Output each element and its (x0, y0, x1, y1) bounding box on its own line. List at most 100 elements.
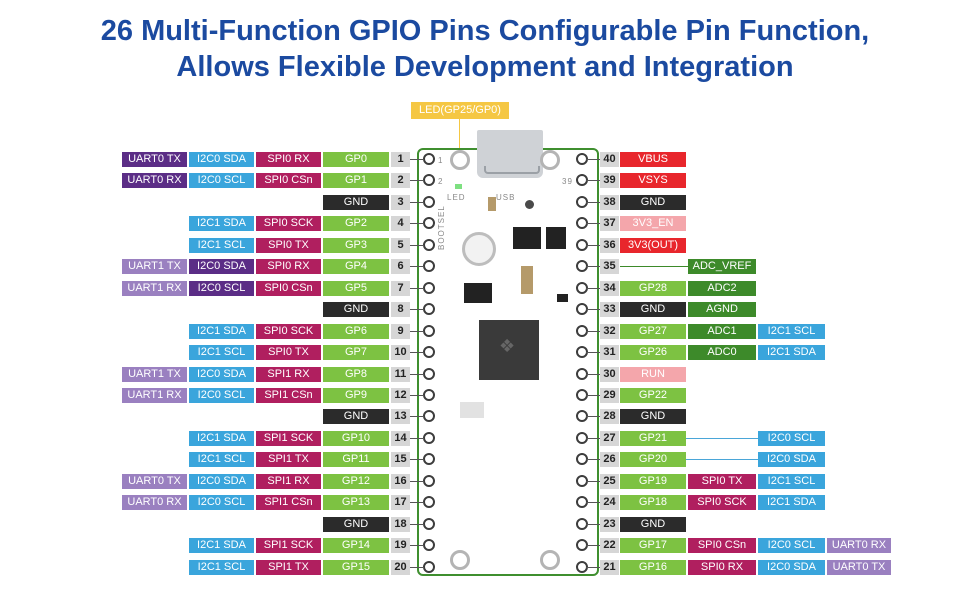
pin-label-uart1: UART0 RX (827, 538, 891, 553)
pin-number: 17 (391, 495, 410, 510)
pin-label-spi: SPI0 CSn (688, 538, 756, 553)
pin-lead (408, 481, 424, 482)
title-line-1: 26 Multi-Function GPIO Pins Configurable… (100, 15, 870, 47)
pin-number: 31 (600, 345, 619, 360)
pin-label-i2c: I2C1 SDA (189, 324, 254, 339)
pin-pad (423, 368, 435, 380)
pin-pad (423, 174, 435, 186)
pin-number: 35 (600, 259, 619, 274)
pin-label-spi: SPI0 CSn (256, 173, 321, 188)
smd-component (464, 283, 492, 303)
pin-lead (408, 331, 424, 332)
silk-usb: USB (496, 193, 516, 202)
pin-label-spi: SPI1 SCK (256, 431, 321, 446)
pin-lead (408, 202, 424, 203)
silk-pin39: 39 (562, 177, 573, 186)
pin-lead (408, 352, 424, 353)
pin-label-gpio: GP8 (323, 367, 389, 382)
pin-number: 18 (391, 517, 410, 532)
bootsel-button[interactable] (462, 232, 496, 266)
pin-number: 36 (600, 238, 619, 253)
pin-pad (423, 518, 435, 530)
pin-label-i2c: I2C1 SDA (758, 345, 825, 360)
label-leader (620, 266, 688, 267)
pin-label-i2c: I2C0 SCL (189, 495, 254, 510)
pin-label-spi: SPI0 SCK (256, 324, 321, 339)
pin-label-spi: SPI0 RX (256, 259, 321, 274)
pin-label-uart0: UART0 TX (122, 152, 187, 167)
pin-lead (586, 567, 600, 568)
pin-pad (423, 346, 435, 358)
pin-label-gnd: GND (323, 195, 389, 210)
pin-label-gpio: GP0 (323, 152, 389, 167)
pin-number: 5 (391, 238, 410, 253)
pin-lead (408, 374, 424, 375)
pin-label-gnd: GND (620, 517, 686, 532)
pin-lead (408, 266, 424, 267)
pin-label-uart1: UART1 TX (122, 367, 187, 382)
pin-label-gpio: GP16 (620, 560, 686, 575)
pin-lead (586, 202, 600, 203)
pin-pad (423, 432, 435, 444)
pin-number: 3 (391, 195, 410, 210)
pin-label-power: VBUS (620, 152, 686, 167)
pin-lead (408, 567, 424, 568)
pin-label-uart1: UART1 RX (122, 281, 187, 296)
pin-label-gnd: GND (620, 195, 686, 210)
pin-label-gpio: GP21 (620, 431, 686, 446)
pin-lead (586, 331, 600, 332)
pin-label-gpio: GP10 (323, 431, 389, 446)
smd-component (513, 227, 541, 249)
pin-label-i2c: I2C1 SDA (189, 538, 254, 553)
pin-number: 33 (600, 302, 619, 317)
smd-component (488, 197, 496, 211)
pin-lead (408, 438, 424, 439)
pin-label-gpio: GP26 (620, 345, 686, 360)
pin-label-i2c: I2C1 SCL (758, 324, 825, 339)
pin-lead (408, 395, 424, 396)
pin-number: 23 (600, 517, 619, 532)
pin-label-gpio: GP6 (323, 324, 389, 339)
pin-lead (586, 245, 600, 246)
pin-label-gpio: GP12 (323, 474, 389, 489)
pin-lead (586, 524, 600, 525)
pin-label-gpio: GP22 (620, 388, 686, 403)
pin-label-spi: SPI0 CSn (256, 281, 321, 296)
pin-lead (408, 524, 424, 525)
pin-label-gnd: GND (323, 517, 389, 532)
pin-lead (586, 416, 600, 417)
title-line-2: Allows Flexible Development and Integrat… (176, 51, 794, 83)
pin-number: 16 (391, 474, 410, 489)
led-leader-line (459, 119, 460, 157)
pin-lead (408, 502, 424, 503)
pin-label-power: VSYS (620, 173, 686, 188)
mounting-hole-icon (540, 150, 560, 170)
pin-label-i2c: I2C1 SCL (189, 560, 254, 575)
pin-label-i2c: I2C0 SDA (189, 152, 254, 167)
pin-lead (586, 180, 600, 181)
pin-label-gpio: GP27 (620, 324, 686, 339)
smd-component (460, 402, 484, 418)
pin-label-i2c: I2C0 SCL (758, 538, 825, 553)
smd-component (557, 294, 568, 302)
pin-label-gpio: GP15 (323, 560, 389, 575)
pin-pad (423, 475, 435, 487)
silk-led: LED (447, 193, 466, 202)
pin-label-spi: SPI0 TX (688, 474, 756, 489)
pin-lead (586, 395, 600, 396)
mounting-hole-icon (450, 150, 470, 170)
pin-number: 6 (391, 259, 410, 274)
pin-lead (586, 545, 600, 546)
pin-number: 19 (391, 538, 410, 553)
label-leader (686, 459, 758, 460)
pin-label-gpio: GP17 (620, 538, 686, 553)
pin-number: 13 (391, 409, 410, 424)
pin-pad (423, 196, 435, 208)
silk-pin1: 1 (438, 156, 444, 165)
silk-pin2: 2 (438, 177, 444, 186)
pin-label-gnd: GND (323, 302, 389, 317)
pin-number: 29 (600, 388, 619, 403)
label-leader (686, 438, 758, 439)
pin-label-uart1: UART1 RX (122, 388, 187, 403)
pin-label-adc: ADC2 (688, 281, 756, 296)
